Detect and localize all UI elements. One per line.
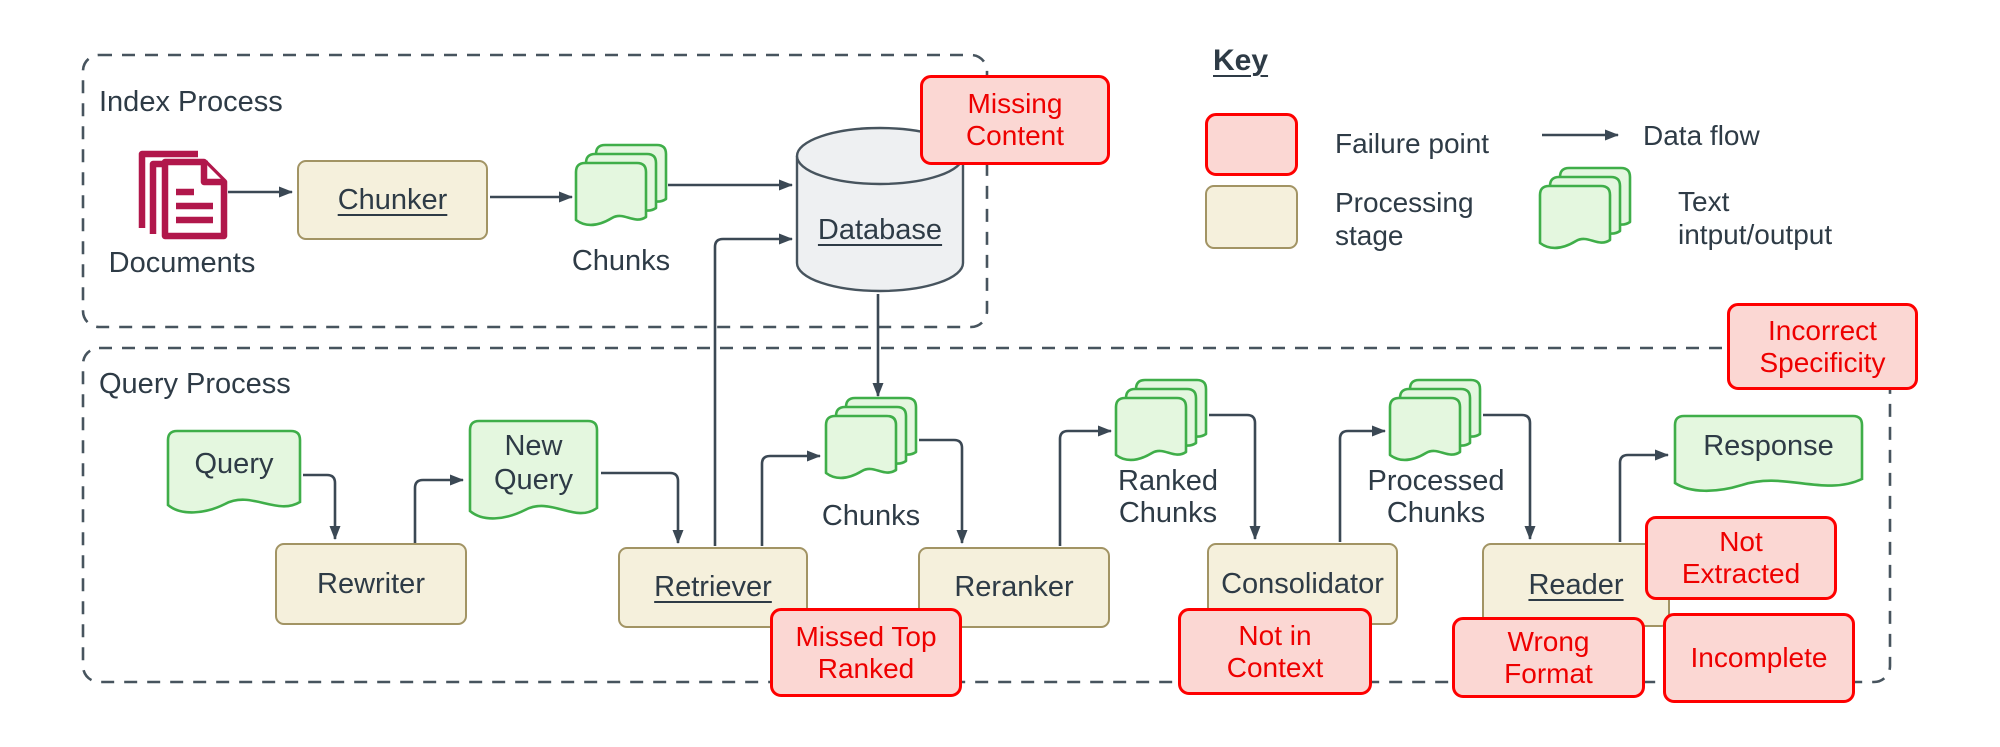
- processed-chunks-label: Processed Chunks: [1367, 465, 1505, 529]
- ranked-chunks-node: [1114, 378, 1210, 474]
- incomplete-failure: Incomplete: [1663, 613, 1855, 703]
- reranker-label: Reranker: [954, 571, 1074, 603]
- not-in-context-failure: Not in Context: [1178, 608, 1372, 695]
- key-stage-swatch: [1205, 185, 1298, 249]
- retriever-label: Retriever: [654, 571, 772, 603]
- index-process-title: Index Process: [99, 86, 283, 118]
- wrong-format-failure: Wrong Format: [1452, 617, 1645, 698]
- arrow-reranker-to-ranked-chunks: [1058, 425, 1112, 546]
- not-extracted-failure: Not Extracted: [1645, 516, 1837, 600]
- rewriter-stage: Rewriter: [275, 543, 467, 625]
- query-doc-node: Query: [165, 428, 303, 520]
- reader-stage: Reader: [1482, 543, 1670, 627]
- arrow-retriever-to-database: [713, 233, 793, 546]
- response-doc-node: Response: [1672, 413, 1865, 499]
- chunker-label: Chunker: [337, 183, 448, 216]
- key-title: Key: [1213, 44, 1268, 78]
- documents-node: [134, 144, 230, 240]
- documents-label: Documents: [108, 247, 256, 279]
- missing-content-failure: Missing Content: [920, 75, 1110, 165]
- new-query-doc-node: New Query: [467, 418, 600, 528]
- arrow-rewriter-to-new-query: [413, 474, 464, 543]
- key-title-text: Key: [1213, 44, 1269, 77]
- arrow-retriever-to-chunks: [760, 450, 821, 546]
- reader-label: Reader: [1528, 568, 1624, 601]
- chunker-stage: Chunker: [297, 160, 488, 240]
- arrow-query-to-rewriter: [303, 473, 341, 540]
- consolidator-label: Consolidator: [1221, 567, 1384, 600]
- processed-chunks-node: [1388, 378, 1484, 474]
- key-stage-label: Processing stage: [1335, 187, 1474, 251]
- rewriter-label: Rewriter: [317, 567, 425, 600]
- chunks-stack-icon: [1388, 378, 1482, 462]
- missed-top-ranked-failure: Missed Top Ranked: [770, 608, 962, 697]
- database-label: Database: [817, 214, 943, 246]
- response-label: Response: [1703, 430, 1834, 462]
- documents-icon: [138, 150, 228, 240]
- query-label: Query: [194, 448, 274, 480]
- new-query-label: New Query: [494, 430, 573, 496]
- chunks-stack-icon: [824, 396, 918, 480]
- chunks-stack-icon: [1114, 378, 1208, 462]
- index-chunks-node: [574, 143, 670, 239]
- incorrect-specificity-failure: Incorrect Specificity: [1727, 303, 1918, 390]
- index-chunks-label: Chunks: [571, 245, 671, 277]
- text-io-stack-icon: [1538, 166, 1632, 250]
- chunks-stack-icon: [574, 143, 668, 227]
- query-chunks-label: Chunks: [821, 500, 921, 532]
- key-failure-label: Failure point: [1335, 128, 1490, 159]
- ranked-chunks-label: Ranked Chunks: [1118, 465, 1218, 529]
- query-process-title: Query Process: [99, 368, 291, 400]
- query-chunks-node: [824, 396, 920, 492]
- arrow-new-query-to-retriever: [601, 471, 684, 544]
- key-failure-swatch: [1205, 113, 1298, 176]
- key-text-io-label: Text intput/output: [1678, 186, 1833, 250]
- key-data-flow-label: Data flow: [1643, 120, 1760, 151]
- key-text-io-node: [1538, 166, 1634, 262]
